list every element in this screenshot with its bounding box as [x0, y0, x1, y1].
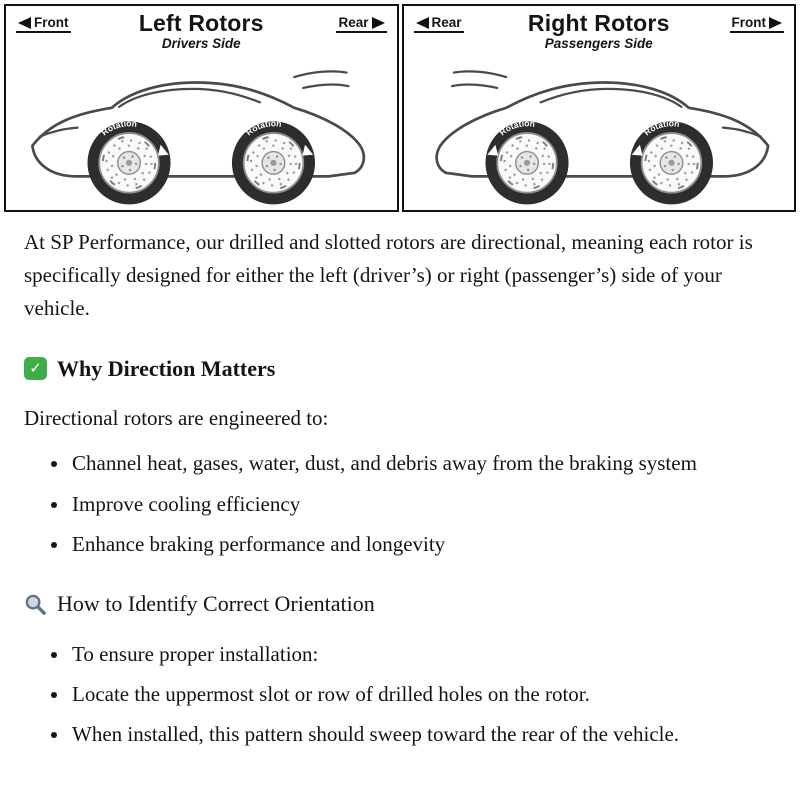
panel-subtitle: Passengers Side — [544, 36, 653, 52]
right-car-illustration: Rotation Rotation — [434, 70, 769, 206]
product-description: At SP Performance, our drilled and slott… — [0, 226, 800, 751]
rotor-direction-diagram: Front Left Rotors Drivers Side Rear — [4, 4, 796, 212]
arrow-left-icon — [18, 16, 31, 29]
rotation-arrow-icon — [486, 144, 498, 156]
right-rotors-panel: Rear Right Rotors Passengers Side Front — [401, 4, 796, 212]
section-lead: Directional rotors are engineered to: — [24, 406, 329, 431]
direction-label-text: Front — [731, 15, 767, 30]
benefits-list: Channel heat, gases, water, dust, and de… — [24, 447, 766, 561]
rotation-arrow-icon — [157, 144, 169, 156]
list-item: To ensure proper installation: — [70, 638, 766, 671]
list-item: Channel heat, gases, water, dust, and de… — [70, 447, 766, 480]
rear-direction-label: Rear — [413, 15, 464, 33]
section-heading-text: Why Direction Matters — [57, 355, 276, 381]
left-rotors-panel: Front Left Rotors Drivers Side Rear — [4, 4, 399, 212]
panel-title: Left Rotors — [138, 10, 264, 36]
orientation-list: To ensure proper installation: Locate th… — [24, 638, 766, 752]
rear-direction-label: Rear — [336, 15, 387, 33]
arrow-left-icon — [415, 16, 429, 29]
section-heading-text: How to Identify Correct Orientation — [57, 590, 375, 616]
left-car-illustration: Rotation Rotation — [31, 70, 366, 206]
section-heading-direction-matters: ✓ Why Direction Matters — [24, 352, 766, 387]
list-item: Locate the uppermost slot or row of dril… — [70, 678, 766, 711]
arrow-right-icon — [371, 16, 385, 29]
list-item: When installed, this pattern should swee… — [70, 718, 766, 751]
front-direction-label: Front — [16, 15, 71, 33]
rotation-arrow-icon — [302, 144, 314, 156]
panel-header: Left Rotors Drivers Side — [6, 6, 397, 51]
direction-label-text: Front — [34, 15, 69, 30]
arrow-right-icon — [769, 16, 782, 29]
front-direction-label: Front — [729, 15, 784, 33]
direction-label-text: Rear — [431, 15, 462, 30]
list-item: Improve cooling efficiency — [70, 488, 766, 521]
intro-paragraph: At SP Performance, our drilled and slott… — [24, 230, 753, 321]
section-heading-orientation: How to Identify Correct Orientation — [24, 587, 766, 622]
panel-subtitle: Drivers Side — [161, 36, 241, 52]
direction-label-text: Rear — [338, 15, 369, 30]
list-item: Enhance braking performance and longevit… — [70, 528, 766, 561]
panel-header: Right Rotors Passengers Side — [404, 6, 795, 51]
check-icon: ✓ — [24, 357, 47, 381]
magnifier-icon — [25, 594, 46, 615]
rotation-arrow-icon — [631, 144, 643, 156]
panel-title: Right Rotors — [527, 10, 670, 36]
